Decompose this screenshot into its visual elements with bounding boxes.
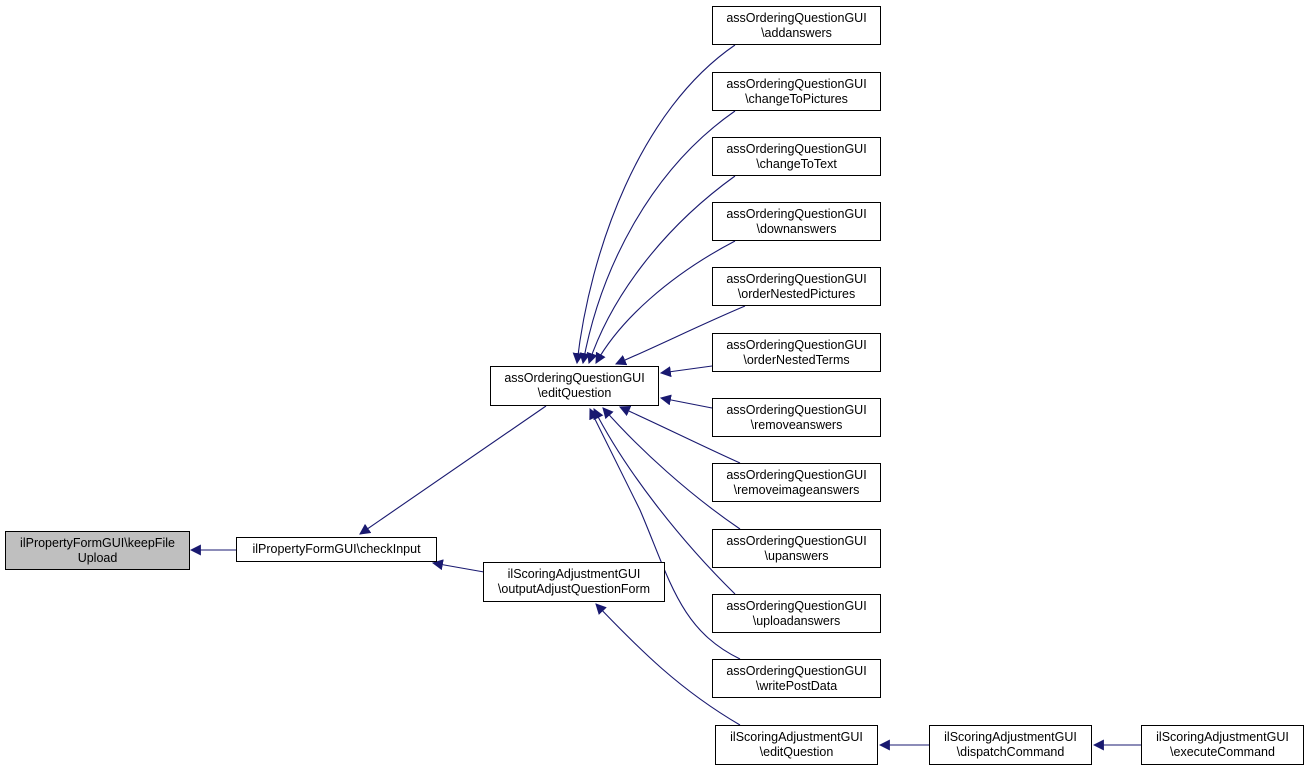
node-label-line: assOrderingQuestionGUI [726, 76, 867, 91]
node-writePostData[interactable]: assOrderingQuestionGUI\writePostData [712, 659, 881, 698]
node-label-line: assOrderingQuestionGUI [726, 533, 867, 548]
node-label-line: assOrderingQuestionGUI [726, 467, 867, 482]
node-label-line: ilScoringAdjustmentGUI [1156, 730, 1289, 744]
node-upanswers[interactable]: assOrderingQuestionGUI\upanswers [712, 529, 881, 568]
node-label-line: \addanswers [761, 25, 832, 40]
node-label-line: \editQuestion [759, 745, 834, 759]
node-uploadanswers[interactable]: assOrderingQuestionGUI\uploadanswers [712, 594, 881, 633]
node-label-line: assOrderingQuestionGUI [726, 337, 867, 352]
edge-isa_editQuestion-to-isa_outputAdjustQuestionForm [595, 603, 741, 726]
node-label-line: \removeanswers [750, 417, 843, 432]
node-label-line: \executeCommand [1170, 745, 1275, 759]
node-label-line: assOrderingQuestionGUI [726, 663, 867, 678]
node-isa_editQuestion[interactable]: ilScoringAdjustmentGUI\editQuestion [715, 725, 878, 765]
node-aoq_editQuestion[interactable]: assOrderingQuestionGUI\editQuestion [490, 366, 659, 406]
edge-removeimageanswers-to-aoq_editQuestion [618, 406, 741, 464]
edge-writePostData-to-aoq_editQuestion [589, 408, 741, 660]
node-label-line: \uploadanswers [752, 613, 841, 628]
node-addanswers[interactable]: assOrderingQuestionGUI\addanswers [712, 6, 881, 45]
node-label-line: \orderNestedTerms [743, 352, 850, 367]
node-label-line: \orderNestedPictures [737, 286, 856, 301]
node-label-line: ilScoringAdjustmentGUI [944, 730, 1077, 744]
node-label-line: assOrderingQuestionGUI [504, 371, 645, 385]
node-label-line: ilScoringAdjustmentGUI [507, 567, 641, 581]
edge-isa_outputAdjustQuestionForm-to-checkInput [431, 559, 485, 573]
node-isa_outputAdjustQuestionForm[interactable]: ilScoringAdjustmentGUI\outputAdjustQuest… [483, 562, 665, 602]
node-label-line: assOrderingQuestionGUI [726, 402, 867, 417]
node-label-line: assOrderingQuestionGUI [726, 206, 867, 221]
edge-upanswers-to-aoq_editQuestion [602, 407, 741, 530]
edge-changeToPictures-to-aoq_editQuestion [579, 110, 736, 365]
edge-downanswers-to-aoq_editQuestion [595, 240, 736, 364]
node-label-line: ilPropertyFormGUI\checkInput [252, 542, 421, 556]
edge-removeanswers-to-aoq_editQuestion [659, 394, 713, 409]
node-label-line: \removeimageanswers [733, 482, 860, 497]
edges-layer [189, 44, 1141, 751]
node-label-line: \outputAdjustQuestionForm [497, 582, 651, 596]
node-label-line: \writePostData [755, 678, 838, 693]
node-removeanswers[interactable]: assOrderingQuestionGUI\removeanswers [712, 398, 881, 437]
node-label-line: assOrderingQuestionGUI [726, 271, 867, 286]
node-changeToText[interactable]: assOrderingQuestionGUI\changeToText [712, 137, 881, 176]
node-label-line: \upanswers [764, 548, 829, 563]
node-label-line: \editQuestion [537, 386, 612, 400]
node-label-line: \downanswers [756, 221, 837, 236]
edge-orderNestedPictures-to-aoq_editQuestion [614, 305, 746, 366]
node-isa_executeCommand[interactable]: ilScoringAdjustmentGUI\executeCommand [1141, 725, 1304, 765]
node-label-line: assOrderingQuestionGUI [726, 141, 867, 156]
edge-changeToText-to-aoq_editQuestion [586, 175, 736, 365]
node-orderNestedTerms[interactable]: assOrderingQuestionGUI\orderNestedTerms [712, 333, 881, 372]
node-label-line: Upload [77, 550, 118, 565]
edge-addanswers-to-aoq_editQuestion [572, 44, 736, 365]
node-isa_dispatchCommand[interactable]: ilScoringAdjustmentGUI\dispatchCommand [929, 725, 1092, 765]
edge-orderNestedTerms-to-aoq_editQuestion [659, 365, 713, 378]
node-orderNestedPictures[interactable]: assOrderingQuestionGUI\orderNestedPictur… [712, 267, 881, 306]
node-label-line: ilPropertyFormGUI\keepFile [20, 535, 175, 550]
node-changeToPictures[interactable]: assOrderingQuestionGUI\changeToPictures [712, 72, 881, 111]
node-removeimageanswers[interactable]: assOrderingQuestionGUI\removeimageanswer… [712, 463, 881, 502]
edge-uploadanswers-to-aoq_editQuestion [593, 408, 736, 595]
node-label-line: \changeToText [756, 156, 837, 171]
node-downanswers[interactable]: assOrderingQuestionGUI\downanswers [712, 202, 881, 241]
node-label-line: \dispatchCommand [956, 745, 1065, 759]
node-checkInput[interactable]: ilPropertyFormGUI\checkInput [236, 537, 437, 562]
node-label-line: assOrderingQuestionGUI [726, 10, 867, 25]
edge-aoq_editQuestion-to-checkInput [359, 405, 547, 535]
node-label-line: assOrderingQuestionGUI [726, 598, 867, 613]
node-label-line: ilScoringAdjustmentGUI [730, 730, 863, 744]
node-label-line: \changeToPictures [745, 91, 848, 106]
